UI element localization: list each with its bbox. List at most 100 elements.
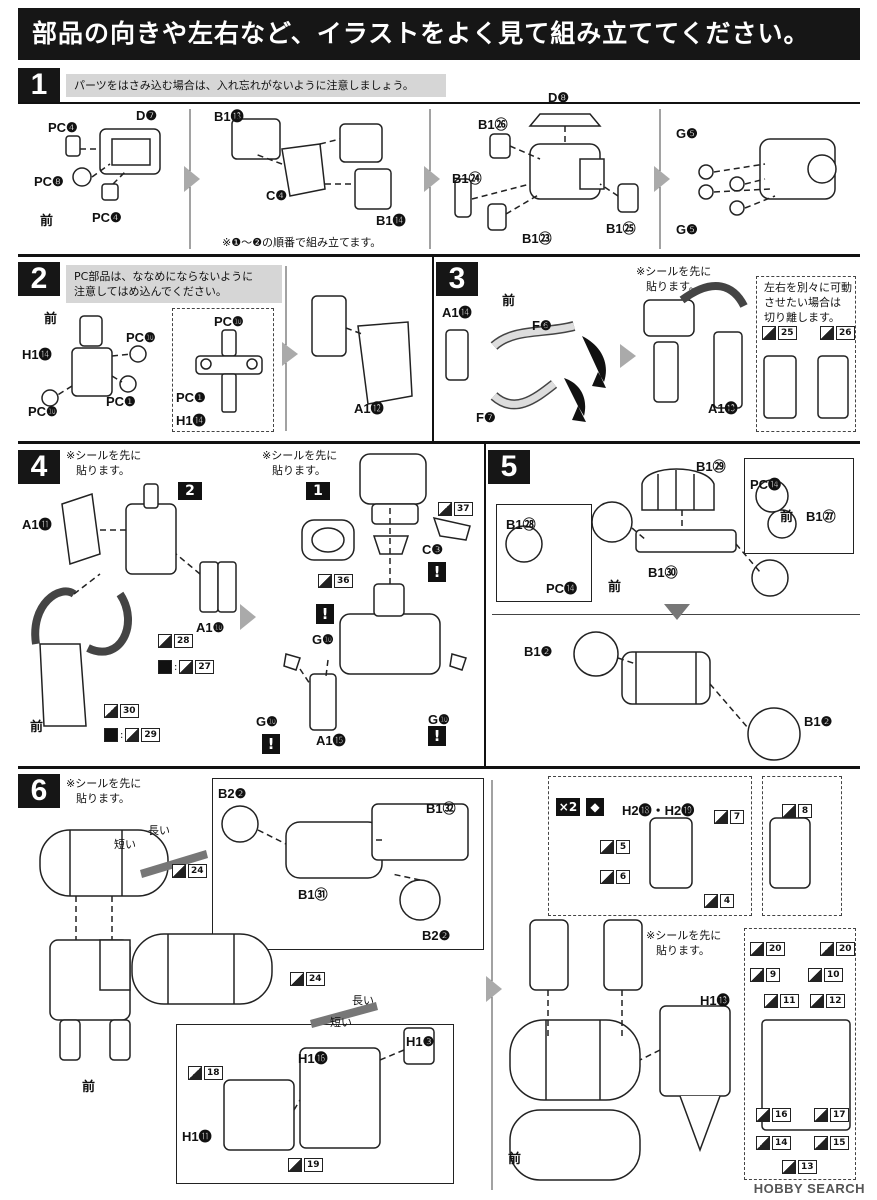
sticker-28: 28 bbox=[158, 634, 193, 648]
step-5-label: B1❷ bbox=[524, 644, 553, 659]
multiplier-badge: ×2 bbox=[556, 798, 580, 816]
step-5-label: B1㉘ bbox=[506, 517, 536, 532]
sticker-25: 25 bbox=[762, 326, 797, 340]
sticker-9: 9 bbox=[750, 968, 780, 982]
step-6-label: H1⓰ bbox=[298, 1051, 328, 1066]
step-5-label: 前 bbox=[608, 579, 622, 594]
step-6-h2-alt-frame bbox=[762, 776, 842, 916]
step-6-label: H1❸ bbox=[406, 1034, 435, 1049]
step-6-seal-line: 貼ります。 bbox=[76, 792, 130, 805]
step-1-label: B1⓮ bbox=[376, 213, 406, 228]
step-4-label: A1❿ bbox=[196, 620, 225, 635]
step-4-label: 前 bbox=[30, 719, 44, 734]
step-1-label: B1㉔ bbox=[452, 171, 482, 186]
step-6-illustration bbox=[39, 780, 851, 1190]
step-1-label: PC❽ bbox=[34, 174, 64, 189]
sticker-18: 18 bbox=[188, 1066, 223, 1080]
length-label-short: 短い bbox=[330, 1016, 352, 1029]
step-4-marker-1: 1 bbox=[306, 482, 330, 500]
step-1-label: D❼ bbox=[136, 108, 158, 123]
sticker-5: 5 bbox=[600, 840, 630, 854]
step-6-label: 前 bbox=[508, 1151, 522, 1166]
sticker-11: 11 bbox=[764, 994, 799, 1008]
length-label-short: 短い bbox=[114, 838, 136, 851]
step-1-label: 前 bbox=[40, 213, 54, 228]
step-5-label: B1㉙ bbox=[696, 459, 726, 474]
sticker-16: 16 bbox=[756, 1108, 791, 1122]
step-6-seal-line: ※シールを先に bbox=[646, 929, 722, 942]
step-5-illustration bbox=[505, 468, 801, 761]
step-4-seal-line: ※シールを先に bbox=[262, 449, 338, 462]
step-3-side-line: 切り離します。 bbox=[764, 311, 840, 324]
step-1-label: B1㉖ bbox=[478, 117, 508, 132]
length-label-long: 長い bbox=[352, 994, 374, 1007]
step-5-label: B1㉗ bbox=[806, 509, 836, 524]
step-2-label: H1⓮ bbox=[22, 347, 52, 362]
sticker-12: 12 bbox=[810, 994, 845, 1008]
step-3-side-line: させたい場合は bbox=[764, 296, 841, 309]
sticker-17: 17 bbox=[814, 1108, 849, 1122]
sticker-37: 37 bbox=[438, 502, 473, 516]
sticker-10: 10 bbox=[808, 968, 843, 982]
step-3-label: 前 bbox=[502, 293, 516, 308]
step-3-label: F❻ bbox=[532, 318, 552, 333]
step-5-label: PC⓮ bbox=[546, 581, 578, 596]
step-2-note-line: 注意してはめ込んでください。 bbox=[74, 285, 227, 298]
step-1-label: PC❹ bbox=[92, 210, 122, 225]
step-2-label: PC❶ bbox=[106, 394, 136, 409]
step-1-note: パーツをはさみ込む場合は、入れ忘れがないように注意しましょう。 bbox=[66, 74, 446, 97]
step-2-label: PC❿ bbox=[214, 314, 244, 329]
step-6-label: B1㉛ bbox=[298, 887, 328, 902]
sticker-36: 36 bbox=[318, 574, 353, 588]
step-3-label: A1⓭ bbox=[708, 401, 738, 416]
step-3-label: F❼ bbox=[476, 410, 496, 425]
section-divider bbox=[18, 441, 860, 444]
step-3-label: A1⓮ bbox=[442, 305, 472, 320]
step-6-label: H2⓲・H2⓳ bbox=[622, 803, 695, 818]
sticker-14: 14 bbox=[756, 1136, 791, 1150]
step-3-side-line: 左右を別々に可動 bbox=[764, 281, 852, 294]
step-5-label: 前 bbox=[780, 509, 794, 524]
step-6-sticker-frame bbox=[744, 928, 856, 1180]
step-5-number: 5 bbox=[488, 450, 530, 484]
step-6-number: 6 bbox=[18, 774, 60, 808]
step-4-seal-note-2: ※シールを先に 貼ります。 bbox=[262, 448, 337, 478]
sticker-20: 20 bbox=[820, 942, 855, 956]
sticker-29: :29 bbox=[104, 728, 160, 742]
section-divider bbox=[18, 766, 860, 769]
step-4-marker-2: 2 bbox=[178, 482, 202, 500]
sticker-19: 19 bbox=[288, 1158, 323, 1172]
step-6-seal-note-2: ※シールを先に 貼ります。 bbox=[646, 928, 721, 958]
step-4-illustration bbox=[31, 453, 471, 731]
step-1-label: B1㉕ bbox=[606, 221, 636, 236]
watermark: HOBBY SEARCH bbox=[753, 1181, 865, 1196]
sticker-8: 8 bbox=[782, 804, 812, 818]
step-4-label: G❿ bbox=[256, 714, 278, 729]
step-4-seal-line: 貼ります。 bbox=[272, 464, 326, 477]
step-3-illustration bbox=[445, 281, 849, 422]
step-1-label: C❹ bbox=[266, 188, 288, 203]
step-4-seal-note: ※シールを先に 貼ります。 bbox=[66, 448, 141, 478]
step-1-label: PC❹ bbox=[48, 120, 78, 135]
step-6-label: 前 bbox=[82, 1079, 96, 1094]
length-label-long: 長い bbox=[148, 824, 170, 837]
step-6-label: H1⓫ bbox=[182, 1129, 212, 1144]
step-2-label: H1⓮ bbox=[176, 413, 206, 428]
step-6-label: B2❷ bbox=[422, 928, 451, 943]
step-3-seal-line: ※シールを先に bbox=[636, 265, 712, 278]
step-1-label: G❺ bbox=[676, 222, 698, 237]
page-title: 部品の向きや左右など、イラストをよく見て組み立ててください。 bbox=[18, 8, 860, 60]
step-2-label: A1⓬ bbox=[354, 401, 384, 416]
step-1-rule bbox=[18, 102, 860, 104]
step-1-label: B1㉓ bbox=[522, 231, 552, 246]
step-5-arrow bbox=[664, 604, 690, 620]
step-2-label: PC❿ bbox=[28, 404, 58, 419]
sticker-15: 15 bbox=[814, 1136, 849, 1150]
step-5-label: B1㉚ bbox=[648, 565, 678, 580]
sticker-13: 13 bbox=[782, 1160, 817, 1174]
step-3-seal-note: ※シールを先に 貼ります。 bbox=[636, 264, 711, 294]
step-2-label: PC❶ bbox=[176, 390, 206, 405]
sticker-4: 4 bbox=[704, 894, 734, 908]
sticker-27: :27 bbox=[158, 660, 214, 674]
sticker-26: 26 bbox=[820, 326, 855, 340]
